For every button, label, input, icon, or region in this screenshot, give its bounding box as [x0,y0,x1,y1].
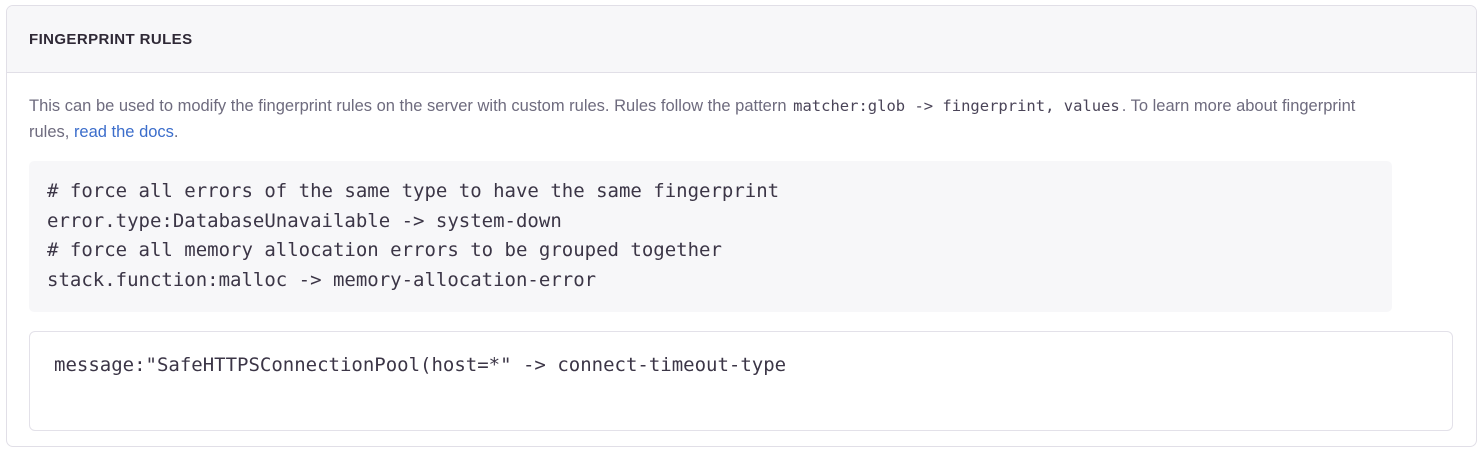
description-text-part-1: This can be used to modify the fingerpri… [29,97,792,115]
fingerprint-rules-input[interactable] [29,331,1453,431]
fingerprint-rules-panel: FINGERPRINT RULES This can be used to mo… [6,5,1477,447]
panel-description: This can be used to modify the fingerpri… [29,93,1389,145]
panel-header: FINGERPRINT RULES [7,6,1476,73]
description-text-part-2: . To learn more about fingerprint rules, [29,97,1356,141]
inline-code-pattern: matcher:glob -> fingerprint, values [793,97,1120,115]
panel-body: This can be used to modify the fingerpri… [7,73,1476,431]
description-text-part-3: . [173,123,179,141]
page-title: FINGERPRINT RULES [29,30,193,48]
example-rules-code-block: # force all errors of the same type to h… [29,161,1392,312]
read-the-docs-link[interactable]: read the docs [73,123,174,141]
